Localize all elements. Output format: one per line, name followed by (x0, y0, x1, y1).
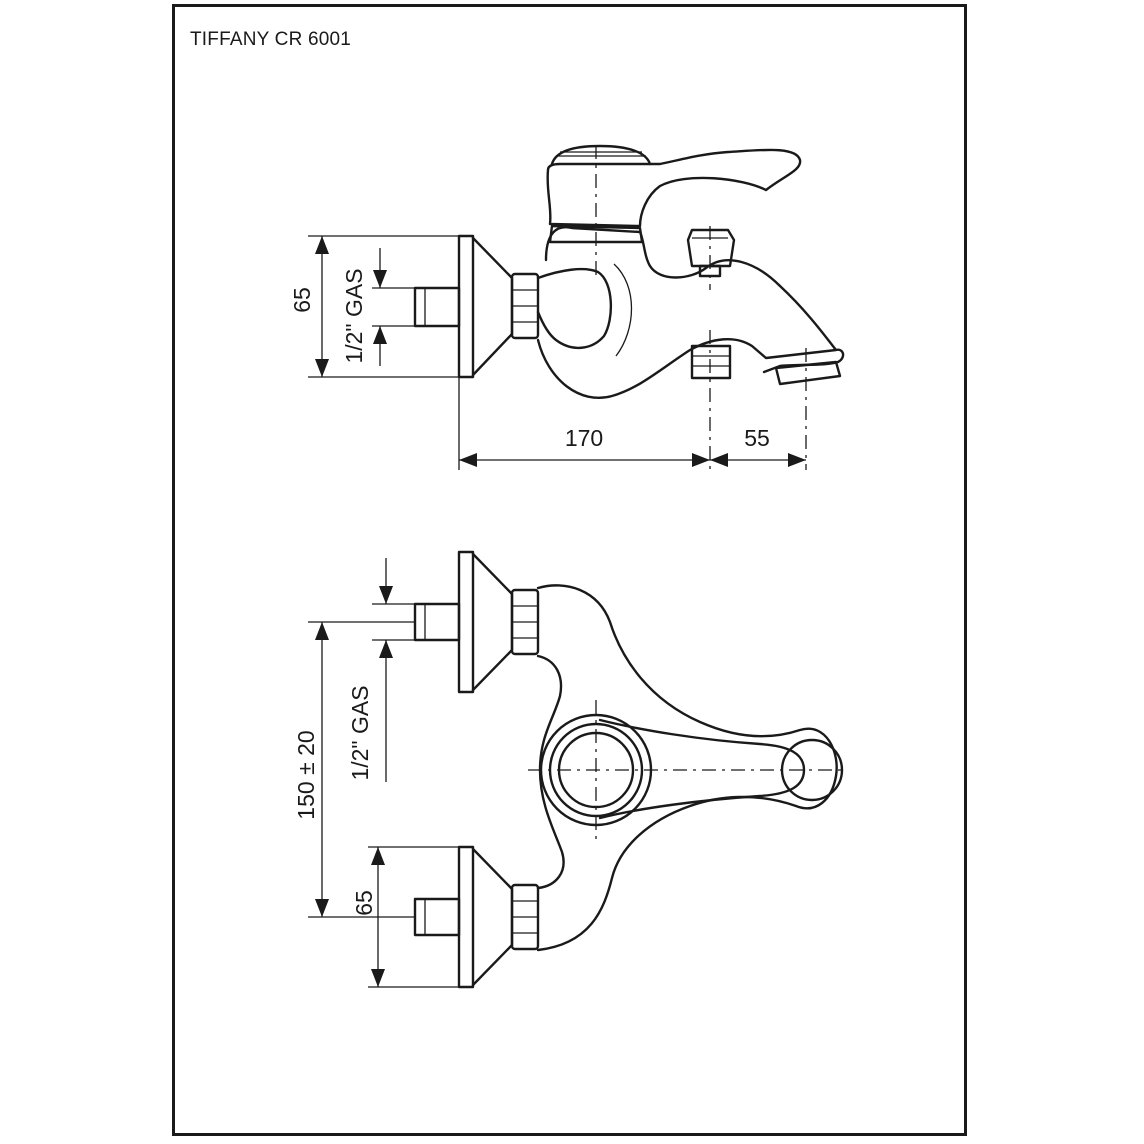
side-depth-dimension: 170 (565, 425, 603, 451)
top-upper-pipe (413, 602, 461, 642)
top-height-dimension: 65 (351, 890, 377, 916)
side-hose-connector (690, 344, 732, 380)
side-wall-flange (457, 234, 475, 379)
top-view: 1/2" GAS 150 ± 20 65 (293, 550, 846, 989)
top-spacing-dimension: 150 ± 20 (293, 730, 319, 819)
side-view: 65 1/2" GAS 170 55 (289, 144, 845, 470)
top-lower-flange (457, 845, 475, 989)
drawing-title: TIFFANY CR 6001 (190, 29, 352, 50)
top-lever (598, 718, 806, 820)
side-flange-cone (471, 236, 514, 377)
side-spout-outlet (774, 360, 842, 386)
side-diverter-knob (686, 228, 736, 268)
side-spout-dimension: 55 (744, 425, 770, 451)
top-upper-flange (457, 550, 475, 694)
top-mixer-body (536, 584, 838, 952)
side-pipe-stub (413, 286, 461, 328)
drawing-frame (172, 4, 967, 1136)
side-cartridge-ring (548, 224, 644, 244)
side-lever-handle (546, 148, 802, 228)
top-lower-pipe (413, 897, 461, 937)
side-height-dimension: 65 (289, 287, 315, 313)
side-thread-dimension: 1/2" GAS (341, 268, 367, 363)
top-thread-dimension: 1/2" GAS (347, 685, 373, 780)
side-handle-cap (550, 144, 652, 166)
